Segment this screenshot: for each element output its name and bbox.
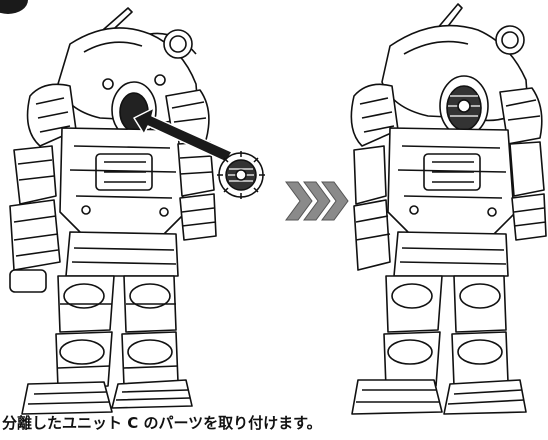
triple-chevron-arrow-icon <box>284 178 350 224</box>
instruction-caption: 分離したユニット C のパーツを取り付けます。 <box>2 414 322 432</box>
step-badge <box>0 0 28 14</box>
robot-before-figure <box>0 0 270 440</box>
robot-after-figure <box>350 0 548 440</box>
part-unit-icon <box>217 151 265 199</box>
